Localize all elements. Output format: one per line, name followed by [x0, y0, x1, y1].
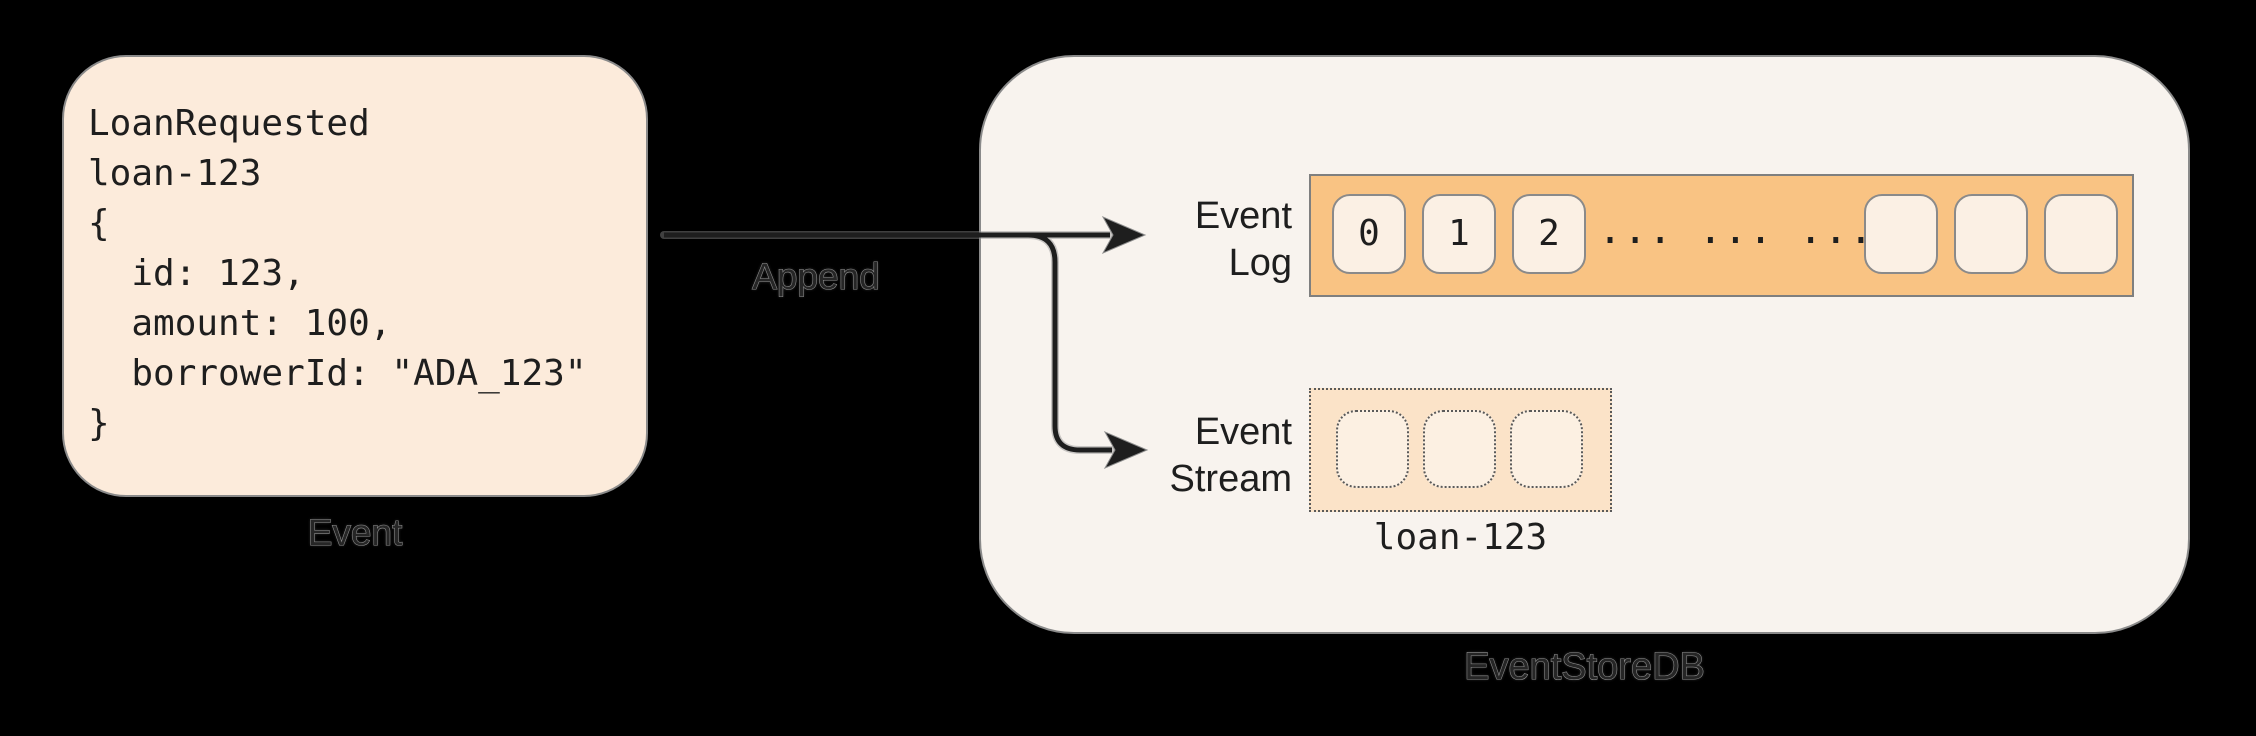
event-stream-box	[1309, 388, 1612, 512]
event-log-label: Event Log	[1194, 195, 1292, 284]
event-stream-empty-cell	[1336, 410, 1409, 488]
event-log-ellipsis: ... ... ...	[1598, 207, 1874, 253]
append-arrow-label: Append	[752, 255, 881, 297]
event-stream-empty-cell	[1423, 410, 1496, 488]
eventstoredb-caption: EventStoreDB	[1464, 645, 1706, 688]
stream-name-label: loan-123	[1373, 517, 1548, 558]
eventstoredb-box: Event Log 0 1 2 ... ... ... Event Stream…	[979, 55, 2190, 634]
event-log-empty-cell	[1864, 194, 1938, 274]
event-log-cell-2: 2	[1512, 194, 1586, 274]
event-log-empty-cell	[1954, 194, 2028, 274]
event-card: LoanRequested loan-123 { id: 123, amount…	[62, 55, 648, 497]
event-log-bar: 0 1 2 ... ... ...	[1309, 174, 2134, 297]
event-card-caption: Event	[307, 511, 403, 553]
event-log-cell-1: 1	[1422, 194, 1496, 274]
event-stream-label: Event Stream	[1169, 411, 1292, 500]
event-code: LoanRequested loan-123 { id: 123, amount…	[88, 103, 587, 444]
event-stream-empty-cell	[1510, 410, 1583, 488]
event-log-empty-cell	[2044, 194, 2118, 274]
event-log-cell-0: 0	[1332, 194, 1406, 274]
